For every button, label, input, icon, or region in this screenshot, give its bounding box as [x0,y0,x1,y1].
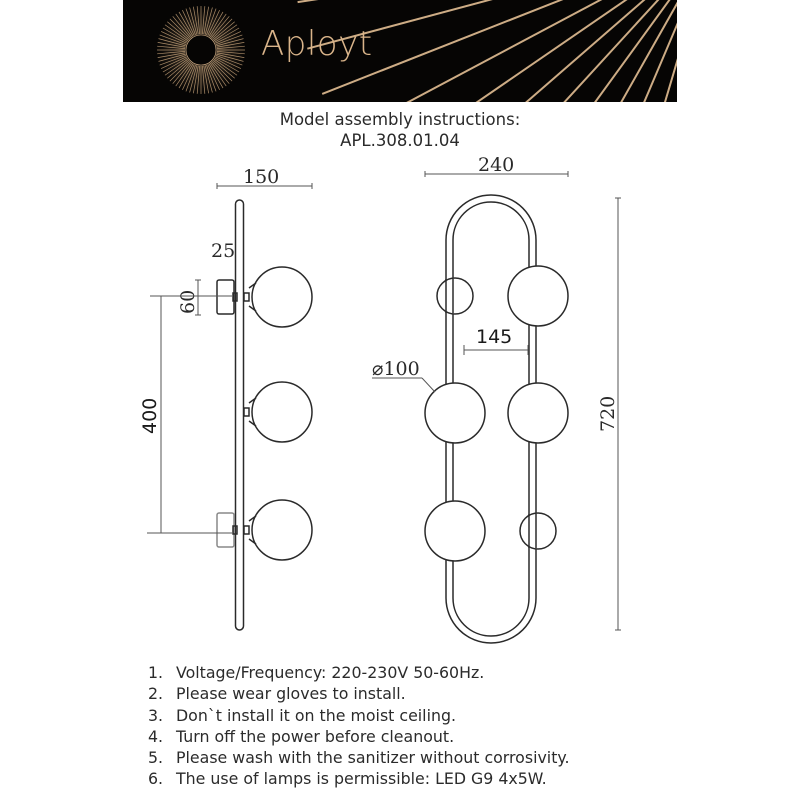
note-item: 1.Voltage/Frequency: 220-230V 50-60Hz. [148,663,485,682]
note-item: 3.Don`t install it on the moist ceiling. [148,705,457,725]
dim-shade-diameter: ⌀100 [372,358,420,380]
dim-shade-spacing: 145 [476,326,512,348]
instruction-notes: 1.Voltage/Frequency: 220-230V 50-60Hz. 2… [148,662,570,790]
dim-depth: 25 [211,240,235,262]
sunrays-decoration-icon [297,0,677,102]
side-view-drawing [216,199,313,631]
dim-mount-height: 60 [177,290,199,314]
front-view-drawing [424,194,569,644]
technical-drawing: 150 25 60 400 240 145 ⌀100 720 [139,154,621,644]
dim-width-side: 150 [243,166,279,188]
note-item: 2.Please wear gloves to install. [148,684,406,704]
sun-logo-icon [157,6,245,94]
page-title: Model assembly instructions: [279,110,521,129]
note-item: 6.The use of lamps is permissible: LED G… [148,769,547,789]
brand-banner: Aployt [123,0,677,102]
sunburst-decoration [157,0,677,102]
brand-logo-text: Aployt [261,24,373,64]
dim-height: 720 [597,396,619,432]
dim-width-front: 240 [478,154,514,176]
model-number: APL.308.01.04 [340,131,460,150]
note-item: 5.Please wash with the sanitizer without… [148,748,570,768]
dim-mount-spacing: 400 [139,398,161,434]
note-item: 4.Turn off the power before cleanout. [148,726,455,746]
